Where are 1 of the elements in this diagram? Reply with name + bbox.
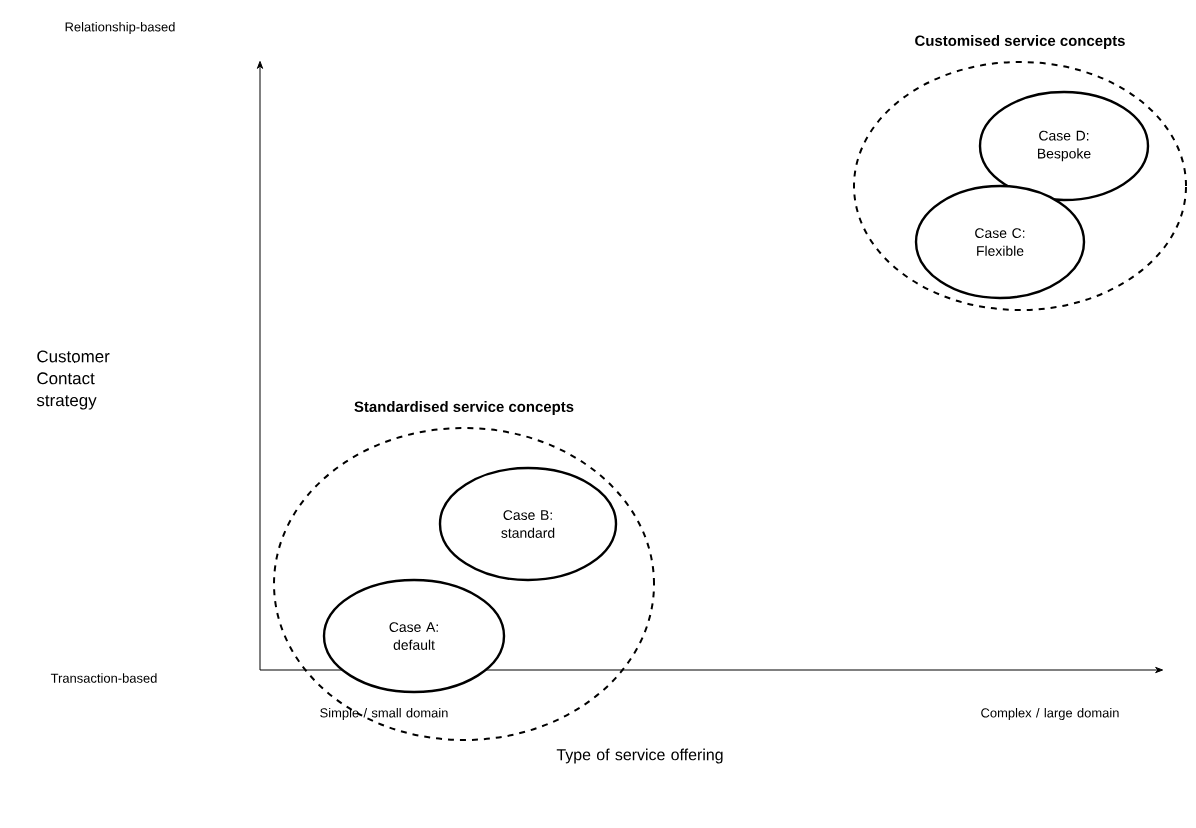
axis-label: Customer Contact strategy — [36, 350, 110, 410]
